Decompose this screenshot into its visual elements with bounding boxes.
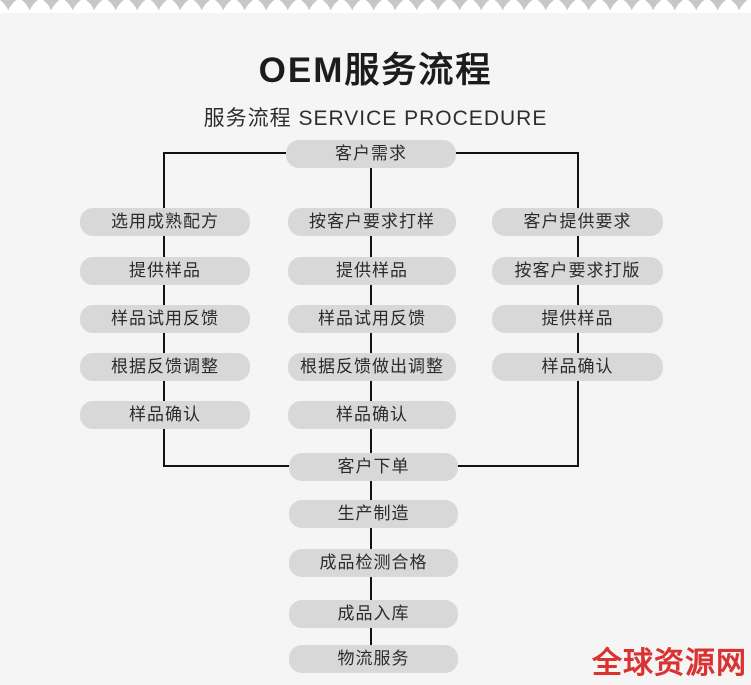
flow-node-finished-goods-inspection: 成品检测合格 bbox=[289, 549, 458, 577]
connector-bottom-right bbox=[457, 465, 579, 467]
flow-node-adjust-per-feedback-left: 根据反馈调整 bbox=[80, 353, 250, 381]
connector-top-left bbox=[163, 152, 287, 154]
connector-bottom-left bbox=[163, 465, 290, 467]
flow-node-sample-confirm-left: 样品确认 bbox=[80, 401, 250, 429]
flow-node-sample-confirm-mid: 样品确认 bbox=[288, 401, 456, 429]
flow-node-sample-per-customer-request: 按客户要求打样 bbox=[288, 208, 456, 236]
torn-paper-edge bbox=[0, 0, 751, 13]
page-subtitle: 服务流程 SERVICE PROCEDURE bbox=[203, 107, 548, 130]
watermark-global-resources-net: 全球资源网 bbox=[592, 647, 747, 680]
page-title: OEM服务流程 bbox=[258, 51, 493, 90]
flow-node-provide-sample-right: 提供样品 bbox=[492, 305, 663, 333]
flow-node-warehouse-in: 成品入库 bbox=[289, 600, 458, 628]
flow-node-customer-demand: 客户需求 bbox=[286, 140, 456, 168]
flow-node-production: 生产制造 bbox=[289, 500, 458, 528]
flow-node-sample-trial-feedback-left: 样品试用反馈 bbox=[80, 305, 250, 333]
flow-node-customer-order: 客户下单 bbox=[289, 453, 458, 481]
flow-node-provide-sample-left: 提供样品 bbox=[80, 257, 250, 285]
flow-node-logistics-service: 物流服务 bbox=[289, 645, 458, 673]
flow-node-sample-confirm-right: 样品确认 bbox=[492, 353, 663, 381]
flow-node-adjust-per-feedback-mid: 根据反馈做出调整 bbox=[288, 353, 456, 381]
connector-top-right bbox=[455, 152, 579, 154]
flow-node-provide-sample-mid: 提供样品 bbox=[288, 257, 456, 285]
flow-node-pattern-per-customer-request: 按客户要求打版 bbox=[492, 257, 663, 285]
flow-node-select-mature-formula: 选用成熟配方 bbox=[80, 208, 250, 236]
flow-node-customer-provides-requirements: 客户提供要求 bbox=[492, 208, 663, 236]
flow-node-sample-trial-feedback-mid: 样品试用反馈 bbox=[288, 305, 456, 333]
